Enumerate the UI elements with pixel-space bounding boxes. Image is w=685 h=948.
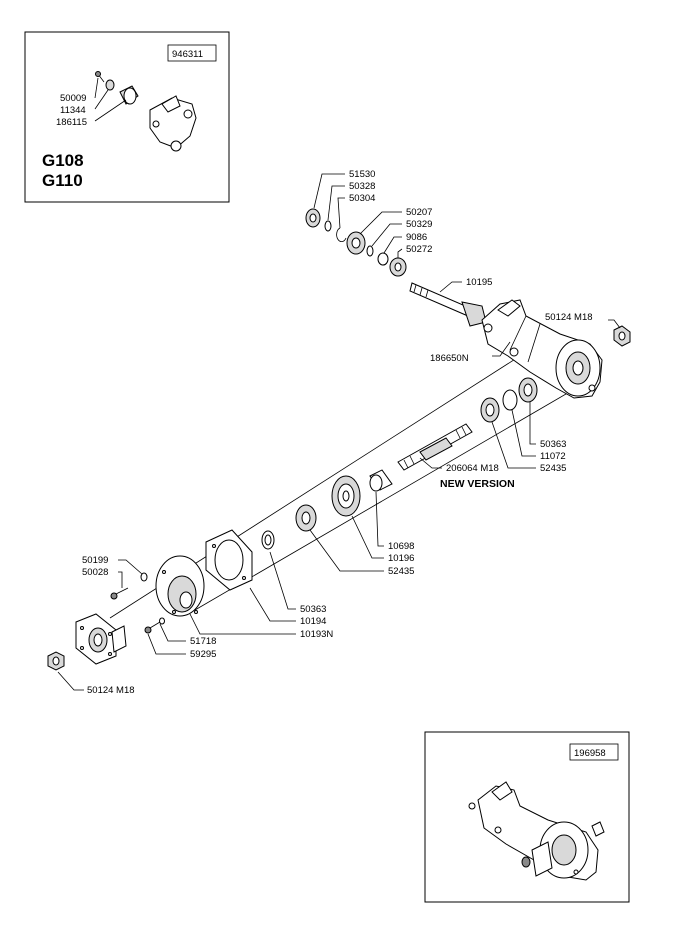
label-50363-left: 50363 xyxy=(300,604,326,615)
bolt-50028 xyxy=(110,587,129,600)
output-shaft-206064 xyxy=(397,423,473,471)
label-50328: 50328 xyxy=(349,181,375,192)
kit-code-box-bottom xyxy=(569,743,619,761)
pinion-shaft-10195 xyxy=(409,282,487,327)
label-9086: 9086 xyxy=(406,232,427,243)
label-50304: 50304 xyxy=(349,193,375,204)
kit-code-box xyxy=(167,44,217,62)
label-10193N: 10193N xyxy=(300,629,333,640)
gearbox-housing-186650N xyxy=(481,299,603,399)
label-11072: 11072 xyxy=(540,451,566,462)
bearing-group-right xyxy=(480,377,538,423)
label-50272: 50272 xyxy=(406,244,432,255)
label-52435-mid: 52435 xyxy=(388,566,414,577)
seal-50363-left xyxy=(261,530,275,550)
cover-10193N xyxy=(155,555,205,617)
label-10195: 10195 xyxy=(466,277,492,288)
label-52435-right: 52435 xyxy=(540,463,566,474)
kit-code-196958: 196958 xyxy=(574,748,606,759)
label-10194: 10194 xyxy=(300,616,326,627)
housing-clamp-drawing xyxy=(95,71,197,152)
bearing-52435-mid xyxy=(295,504,317,532)
nut-50124-bottom xyxy=(47,651,65,671)
label-206064: 206064 M18 xyxy=(446,463,499,474)
label-50199: 50199 xyxy=(82,555,108,566)
label-50124-bottom: 50124 M18 xyxy=(87,685,135,696)
new-version-note: NEW VERSION xyxy=(440,478,515,490)
label-186650N: 186650N xyxy=(430,353,469,364)
gear-10196 xyxy=(331,475,361,517)
label-186115: 186115 xyxy=(56,117,87,128)
axis-line-lower xyxy=(194,379,591,611)
label-50207: 50207 xyxy=(406,207,432,218)
bolt-51718-59295 xyxy=(144,617,165,634)
label-59295: 59295 xyxy=(190,649,216,660)
label-11344: 11344 xyxy=(60,105,86,116)
spacer-10698 xyxy=(369,469,393,492)
washer-50199 xyxy=(140,572,148,582)
inset-946311: 946311 50009 11344 186115 G108 G110 xyxy=(24,31,230,203)
nut-50124-top xyxy=(613,325,631,347)
label-51530: 51530 xyxy=(349,169,375,180)
gasket-10194 xyxy=(205,529,253,591)
flange-plate xyxy=(75,613,127,665)
label-10196: 10196 xyxy=(388,553,414,564)
kit-code-946311: 946311 xyxy=(172,49,203,60)
label-50363-right: 50363 xyxy=(540,439,566,450)
bearing-stack-top xyxy=(305,208,407,277)
label-50009: 50009 xyxy=(60,93,86,104)
label-51718: 51718 xyxy=(190,636,216,647)
label-50329: 50329 xyxy=(406,219,432,230)
label-50028: 50028 xyxy=(82,567,108,578)
model-g110: G110 xyxy=(42,171,83,190)
model-g108: G108 xyxy=(42,151,84,170)
assembled-gearbox-drawing xyxy=(468,781,605,881)
label-50124-top: 50124 M18 xyxy=(545,312,593,323)
label-10698: 10698 xyxy=(388,541,414,552)
inset-196958: 196958 xyxy=(424,731,630,903)
